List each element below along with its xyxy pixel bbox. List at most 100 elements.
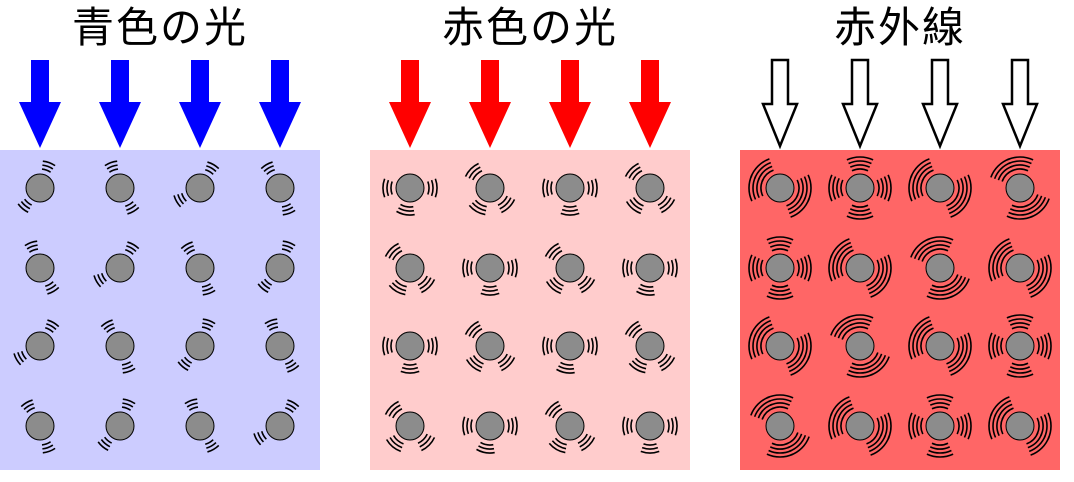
- vibration-mark: [284, 406, 294, 413]
- molecule-circle: [555, 331, 585, 361]
- vibration-mark: [756, 177, 760, 199]
- panel-background: [0, 150, 320, 470]
- vibration-mark: [1040, 335, 1044, 357]
- molecule-circle: [105, 411, 135, 441]
- vibration-mark: [760, 337, 764, 355]
- vibration-mark: [386, 179, 390, 197]
- vibration-mark: [1043, 256, 1048, 280]
- molecule: [622, 253, 678, 296]
- vibration-mark: [887, 174, 892, 202]
- vibration-mark: [950, 278, 970, 298]
- vibration-mark: [916, 415, 920, 437]
- vibration-mark: [748, 332, 753, 360]
- vibration-mark: [1001, 169, 1014, 182]
- vibration-mark: [670, 417, 674, 435]
- vibration-mark: [100, 319, 113, 328]
- vibration-mark: [1008, 318, 1032, 323]
- vibration-mark: [281, 203, 292, 208]
- molecule-circle: [555, 173, 585, 203]
- vibration-mark: [284, 359, 294, 366]
- molecule: [908, 394, 972, 458]
- vibration-mark: [1009, 322, 1031, 326]
- vibration-mark: [787, 433, 803, 449]
- molecule-circle: [845, 331, 875, 361]
- vibration-mark: [177, 361, 189, 371]
- vibration-mark: [97, 441, 109, 451]
- molecule: [173, 161, 220, 208]
- vibration-mark: [836, 177, 840, 199]
- vibration-mark: [388, 284, 406, 296]
- vibration-mark: [643, 443, 657, 446]
- vibration-mark: [46, 323, 57, 331]
- vibration-mark: [183, 245, 194, 253]
- vibration-mark: [992, 414, 997, 438]
- vibration-mark: [468, 166, 481, 179]
- vibration-mark: [807, 174, 812, 202]
- vibration-mark: [497, 353, 508, 364]
- vibration-mark: [548, 442, 566, 454]
- vibration-mark: [122, 367, 136, 374]
- vibration-mark: [20, 350, 27, 360]
- vibration-mark: [988, 412, 993, 440]
- vibration-mark: [659, 197, 672, 210]
- vibration-mark: [501, 199, 516, 214]
- vibration-mark: [388, 246, 401, 259]
- molecule-circle: [635, 253, 665, 283]
- molecule-circle: [265, 173, 295, 203]
- vibration-mark: [419, 277, 432, 290]
- vibration-mark: [908, 332, 913, 360]
- vibration-mark: [28, 248, 39, 253]
- vibration-mark: [26, 406, 36, 413]
- molecule: [13, 319, 60, 366]
- vibration-mark: [1043, 414, 1048, 438]
- vibration-mark: [581, 279, 596, 294]
- vibration-mark: [206, 441, 217, 449]
- vibration-mark: [550, 181, 553, 195]
- down-arrow-icon: [19, 60, 61, 148]
- vibration-mark: [848, 211, 872, 216]
- vibration-mark: [841, 327, 854, 340]
- molecule: [828, 238, 892, 298]
- vibration-mark: [840, 417, 844, 435]
- vibration-mark: [468, 204, 486, 216]
- vibration-mark: [912, 414, 917, 438]
- molecule-circle: [265, 253, 295, 283]
- molecule: [828, 156, 892, 220]
- molecule-circle: [105, 331, 135, 361]
- vibration-mark: [883, 256, 888, 280]
- vibration-mark: [122, 364, 134, 370]
- down-arrow-icon: [841, 58, 879, 150]
- panel-background: [740, 150, 1060, 470]
- vibration-mark: [421, 279, 436, 294]
- vibration-mark: [470, 261, 473, 275]
- vibration-mark: [967, 332, 972, 360]
- vibration-mark: [912, 334, 917, 358]
- vibration-mark: [916, 177, 920, 199]
- vibration-mark: [17, 352, 25, 363]
- vibration-mark: [883, 176, 888, 200]
- vibration-mark: [1000, 417, 1004, 435]
- vibration-mark: [630, 419, 633, 433]
- vibration-mark: [126, 203, 137, 211]
- vibration-mark: [851, 204, 869, 208]
- vibration-mark: [1036, 337, 1040, 355]
- vibration-mark: [471, 202, 487, 212]
- vibration-mark: [803, 176, 808, 200]
- vibration-mark: [103, 436, 113, 444]
- vibration-mark: [748, 254, 753, 282]
- vibration-mark: [257, 283, 269, 293]
- vibration-mark: [956, 417, 960, 435]
- vibration-mark: [188, 406, 199, 411]
- vibration-mark: [788, 434, 807, 453]
- vibration-mark: [41, 168, 52, 173]
- molecule: [260, 161, 296, 216]
- vibration-mark: [46, 283, 57, 291]
- vibration-mark: [913, 241, 932, 260]
- molecule: [104, 160, 140, 215]
- vibration-mark: [1008, 369, 1032, 374]
- panel-0: [0, 60, 320, 470]
- vibration-mark: [93, 275, 102, 288]
- vibration-mark: [106, 164, 118, 170]
- vibration-mark: [121, 361, 132, 366]
- vibration-mark: [752, 334, 757, 358]
